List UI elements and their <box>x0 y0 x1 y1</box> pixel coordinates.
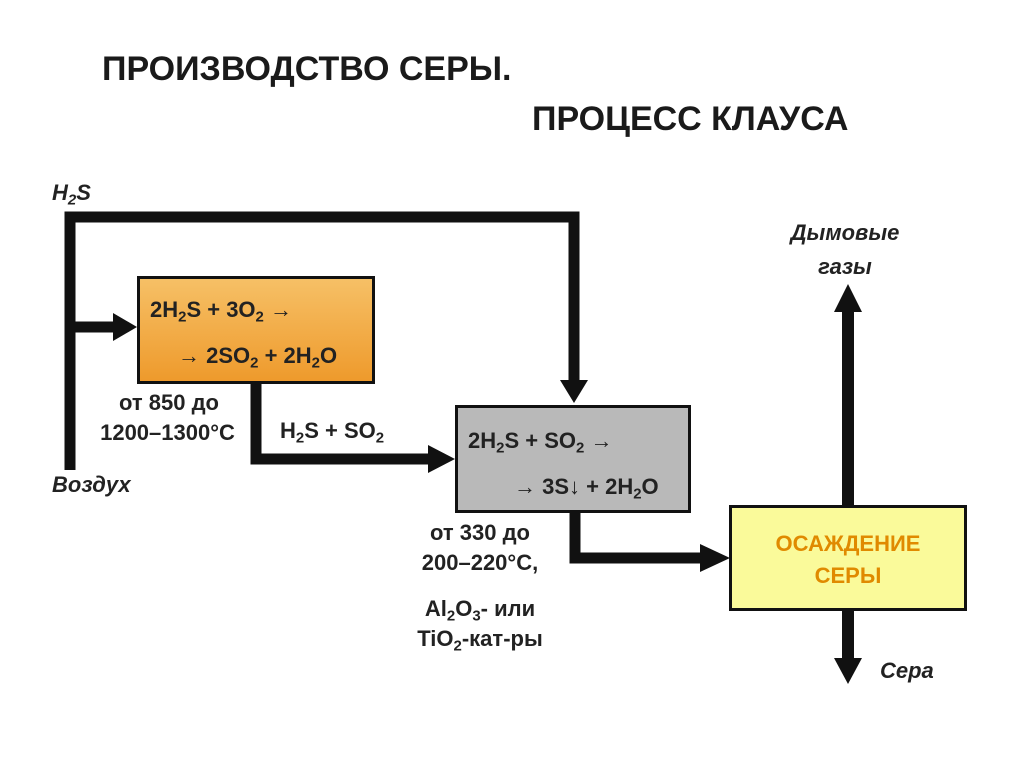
sulfur-output-label: Сера <box>880 658 934 683</box>
stage1-equation-line2: → 2SO2 + 2H2O <box>178 343 338 372</box>
page-title-line2: ПРОЦЕСС КЛАУСА <box>532 100 849 138</box>
flue-gas-label-line2: газы <box>818 254 872 279</box>
flue-gas-label-line1: Дымовые <box>790 220 900 245</box>
stage2-equation-line1: 2H2S + SO2 → <box>468 428 613 457</box>
stage2-to-stage3-line <box>569 513 702 564</box>
stage2-condition-line2: 200–220°С, <box>421 550 539 575</box>
transfer-gas-label: H2S + SO2 <box>280 418 385 447</box>
arrow-into-stage2-left <box>428 445 455 473</box>
stage2-equation-line2: → 3S↓ + 2H2O <box>514 474 659 503</box>
arrow-flue-gas-up <box>834 284 862 312</box>
stage2-catalyst-line1: Al2O3- или <box>424 596 536 625</box>
air-input-label: Воздух <box>52 472 131 497</box>
stage1-condition-line2: 1200–1300°С <box>100 420 235 445</box>
stage3-box: ОСАЖДЕНИЕ СЕРЫ <box>729 505 967 611</box>
stage1-equation-line1: 2H2S + 3O2 → <box>150 297 292 326</box>
h2s-input-label: H2S <box>52 180 91 209</box>
stage3-label-line1: ОСАЖДЕНИЕ <box>775 531 921 556</box>
stage1-box: 2H2S + 3O2 → → 2SO2 + 2H2O <box>137 276 375 384</box>
stage1-condition-line1: от 850 до <box>119 390 219 415</box>
arrow-into-stage3 <box>700 544 730 572</box>
stage3-label-line2: СЕРЫ <box>814 563 882 588</box>
stage1-to-stage2-line <box>250 383 430 465</box>
arrow-into-stage1 <box>113 313 137 341</box>
stage2-catalyst-line2: TiO2-кат-ры <box>417 626 543 655</box>
arrow-into-stage2-top <box>560 380 588 403</box>
stage2-box: 2H2S + SO2 → → 3S↓ + 2H2O <box>455 405 691 513</box>
arrow-sulfur-down <box>834 658 862 684</box>
stage2-condition-line1: от 330 до <box>430 520 530 545</box>
page-title-line1: ПРОИЗВОДСТВО СЕРЫ. <box>102 50 512 88</box>
h2s-feed-line <box>64 211 580 470</box>
